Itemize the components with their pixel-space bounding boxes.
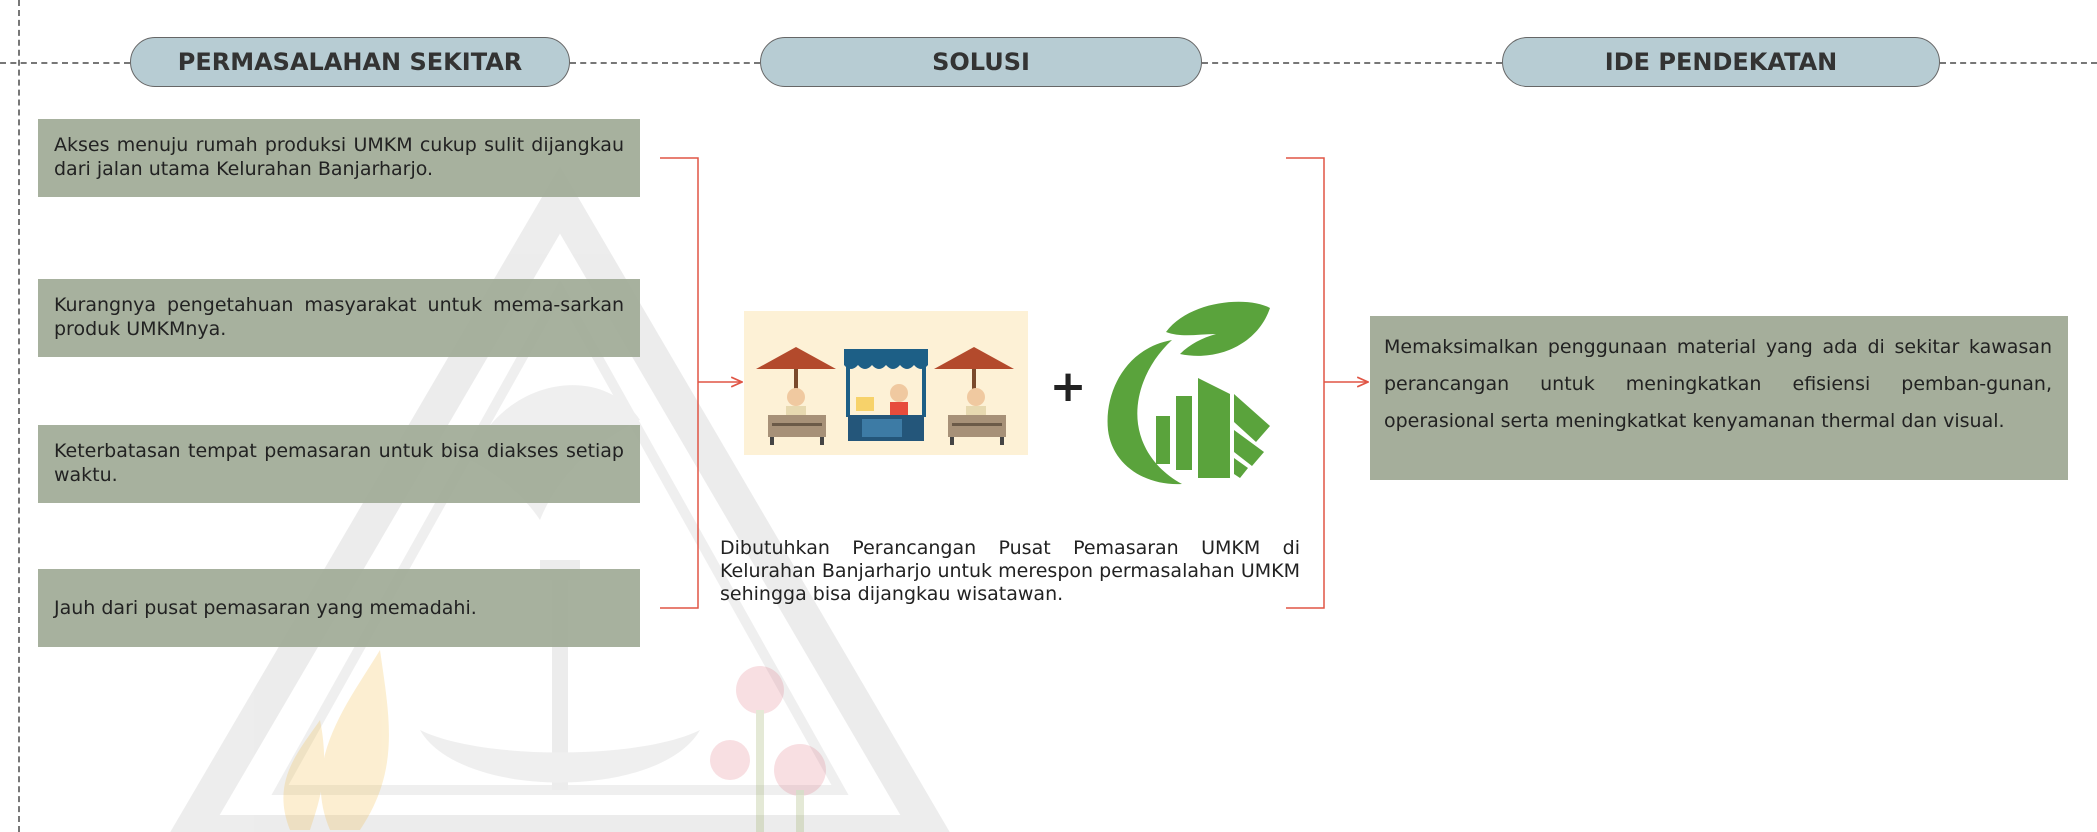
market-stalls-icon [744,311,1028,455]
problem-box-4: Jauh dari pusat pemasaran yang memadahi. [38,569,640,647]
dashed-guide-segment [0,62,130,64]
solution-description: Dibutuhkan Perancangan Pusat Pemasaran U… [720,537,1300,605]
green-building-icon [1107,301,1270,485]
dashed-guide-segment [570,62,760,64]
header-solution: SOLUSI [760,37,1202,87]
header-problems: PERMASALAHAN SEKITAR [130,37,570,87]
header-approach: IDE PENDEKATAN [1502,37,1940,87]
problem-box-1: Akses menuju rumah produksi UMKM cukup s… [38,119,640,197]
problem-box-3: Keterbatasan tempat pemasaran untuk bisa… [38,425,640,503]
solution-bracket [1286,157,1325,609]
approach-box: Memaksimalkan penggunaan material yang a… [1370,316,2068,480]
vertical-dashed-guide [18,0,20,832]
problem-box-2: Kurangnya pengetahuan masyarakat untuk m… [38,279,640,357]
dashed-guide-segment [1202,62,1502,64]
problems-bracket [660,157,699,609]
problem-box-4-text: Jauh dari pusat pemasaran yang memadahi. [54,597,477,619]
plus-sign: + [1049,361,1087,412]
dashed-guide-segment [1940,62,2097,64]
